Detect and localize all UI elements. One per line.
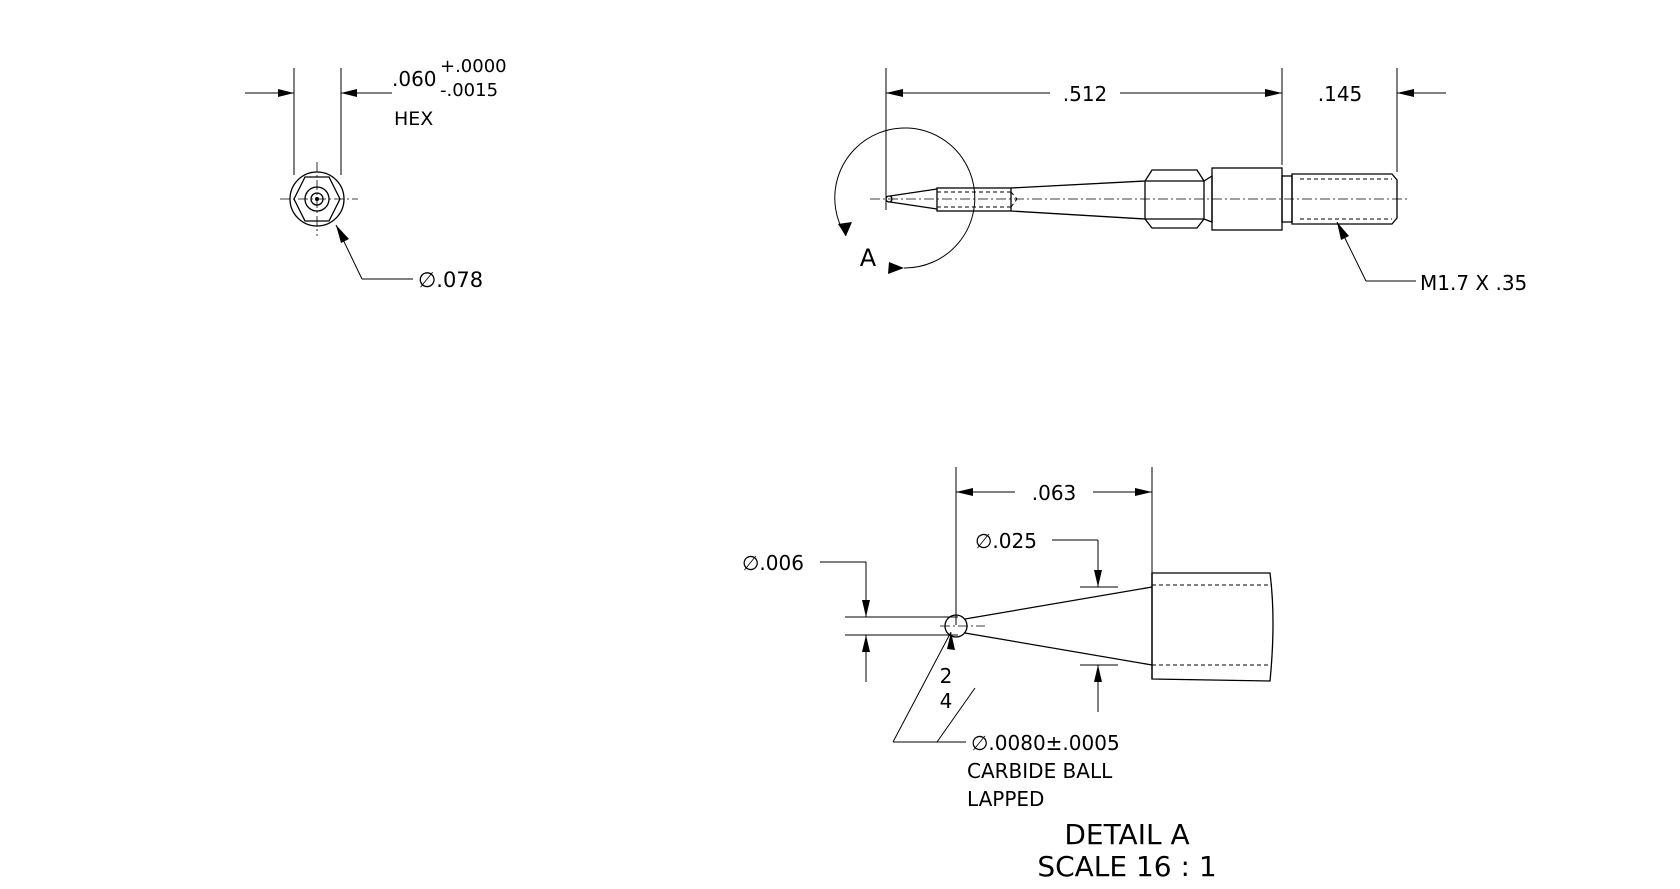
cone-dia-value: ∅.025 bbox=[975, 529, 1037, 553]
ball-leader-b bbox=[936, 687, 976, 743]
ball-leader-arrow bbox=[947, 632, 955, 650]
thread-leader-arrow bbox=[1337, 222, 1349, 240]
tip-arrow-upper bbox=[862, 600, 870, 617]
side-view: .512 .145 bbox=[834, 68, 1527, 295]
end-view: .060 +.0000 -.0015 HEX ∅.078 bbox=[245, 56, 507, 292]
tip-arrow-lower bbox=[862, 635, 870, 652]
hex-tol-lower: -.0015 bbox=[440, 80, 498, 101]
cone-arrow-lower bbox=[1094, 665, 1102, 682]
radius-upper: 2 bbox=[940, 664, 953, 688]
hex-end-view-shape bbox=[280, 162, 358, 236]
ball-leader-a bbox=[892, 631, 952, 743]
detail-len-arrow-left bbox=[956, 488, 973, 496]
dia-callout: ∅.078 bbox=[418, 268, 483, 292]
ball-dia-callout: ∅.0080±.0005 bbox=[971, 731, 1120, 755]
ball-finish: LAPPED bbox=[967, 787, 1044, 811]
detail-a-circle: A bbox=[834, 127, 976, 274]
len-dim-arrow-right bbox=[1265, 89, 1282, 97]
length-dim-value: .512 bbox=[1063, 82, 1108, 106]
hex-dim-arrow-right bbox=[341, 89, 357, 97]
detail-arrow-lower bbox=[888, 262, 904, 274]
hex-tol-upper: +.0000 bbox=[440, 56, 507, 77]
hex-dim-arrow-left bbox=[278, 89, 294, 97]
radius-lower: 4 bbox=[940, 689, 953, 713]
hex-dim-value: .060 bbox=[392, 67, 437, 91]
tip-dia-value: ∅.006 bbox=[742, 551, 804, 575]
detail-scale: SCALE 16 : 1 bbox=[1037, 850, 1216, 883]
dia-leader-arrow bbox=[336, 225, 349, 243]
detail-title: DETAIL A bbox=[1064, 818, 1189, 851]
detail-view: .063 ∅.025 ∅.006 bbox=[742, 467, 1274, 883]
dia-value: .078 bbox=[436, 268, 483, 292]
thread-length-dim-value: .145 bbox=[1318, 82, 1363, 106]
thread-dim-arrow bbox=[1397, 89, 1414, 97]
ball-material: CARBIDE BALL bbox=[967, 759, 1113, 783]
len-dim-arrow-left bbox=[886, 89, 903, 97]
cone-arrow-upper bbox=[1094, 570, 1102, 587]
stylus-detail-shape bbox=[940, 572, 1274, 682]
detail-length-dim-value: .063 bbox=[1032, 481, 1077, 505]
dia-symbol: ∅ bbox=[418, 268, 436, 292]
thread-callout: M1.7 X .35 bbox=[1420, 271, 1527, 295]
hex-label: HEX bbox=[394, 108, 433, 130]
detail-arrow-upper bbox=[838, 222, 852, 236]
detail-len-arrow-right bbox=[1135, 488, 1152, 496]
thread-leader bbox=[1336, 221, 1367, 282]
stylus-side-shape bbox=[870, 167, 1410, 231]
detail-marker-label: A bbox=[860, 244, 877, 272]
